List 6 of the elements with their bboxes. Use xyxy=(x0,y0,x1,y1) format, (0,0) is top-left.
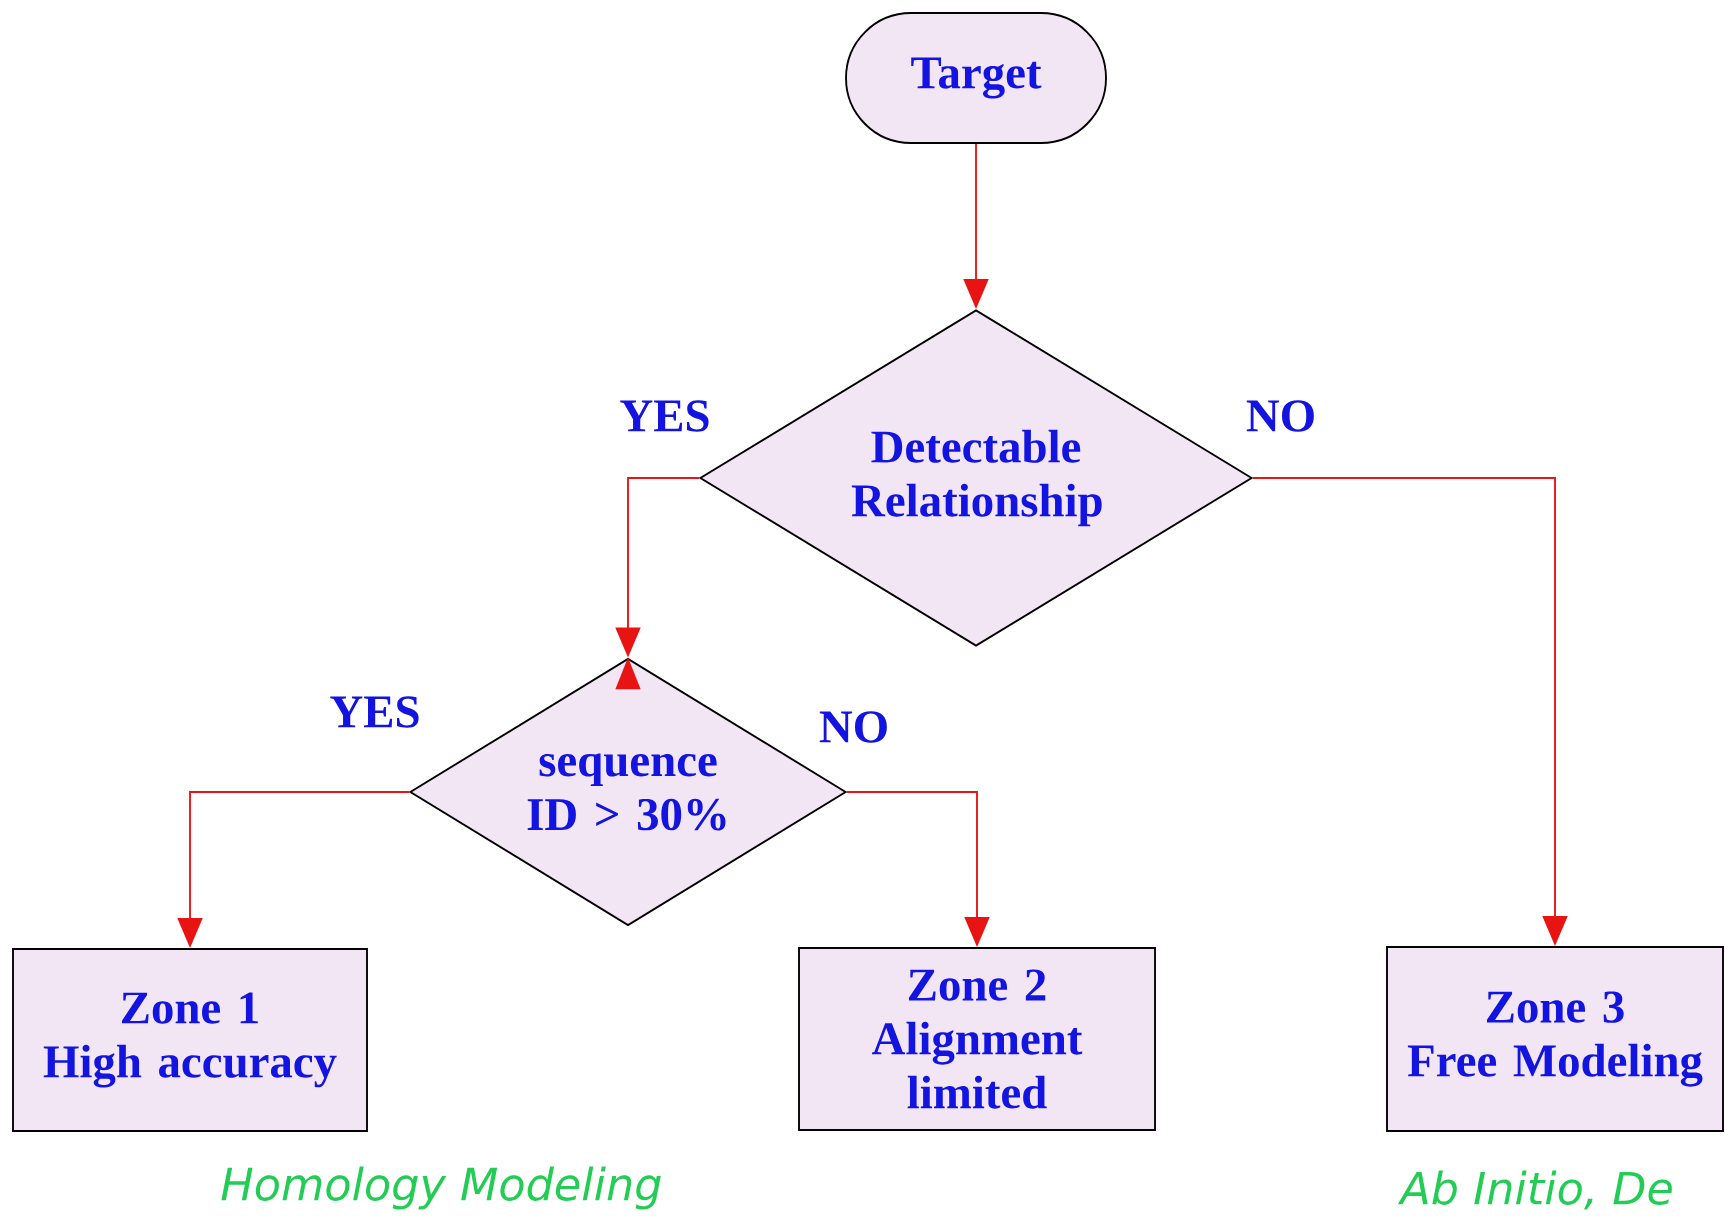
process-box: Zone 3 Free Modeling xyxy=(1386,946,1724,1132)
handwritten-note: Homology Modeling xyxy=(221,1166,661,1210)
arrow xyxy=(615,477,700,690)
process-box: Zone 1 High accuracy xyxy=(12,948,368,1132)
handwritten-note: Ab Initio, De xyxy=(1397,1170,1672,1210)
process-box: Zone 2 Alignment limited xyxy=(798,947,1156,1131)
